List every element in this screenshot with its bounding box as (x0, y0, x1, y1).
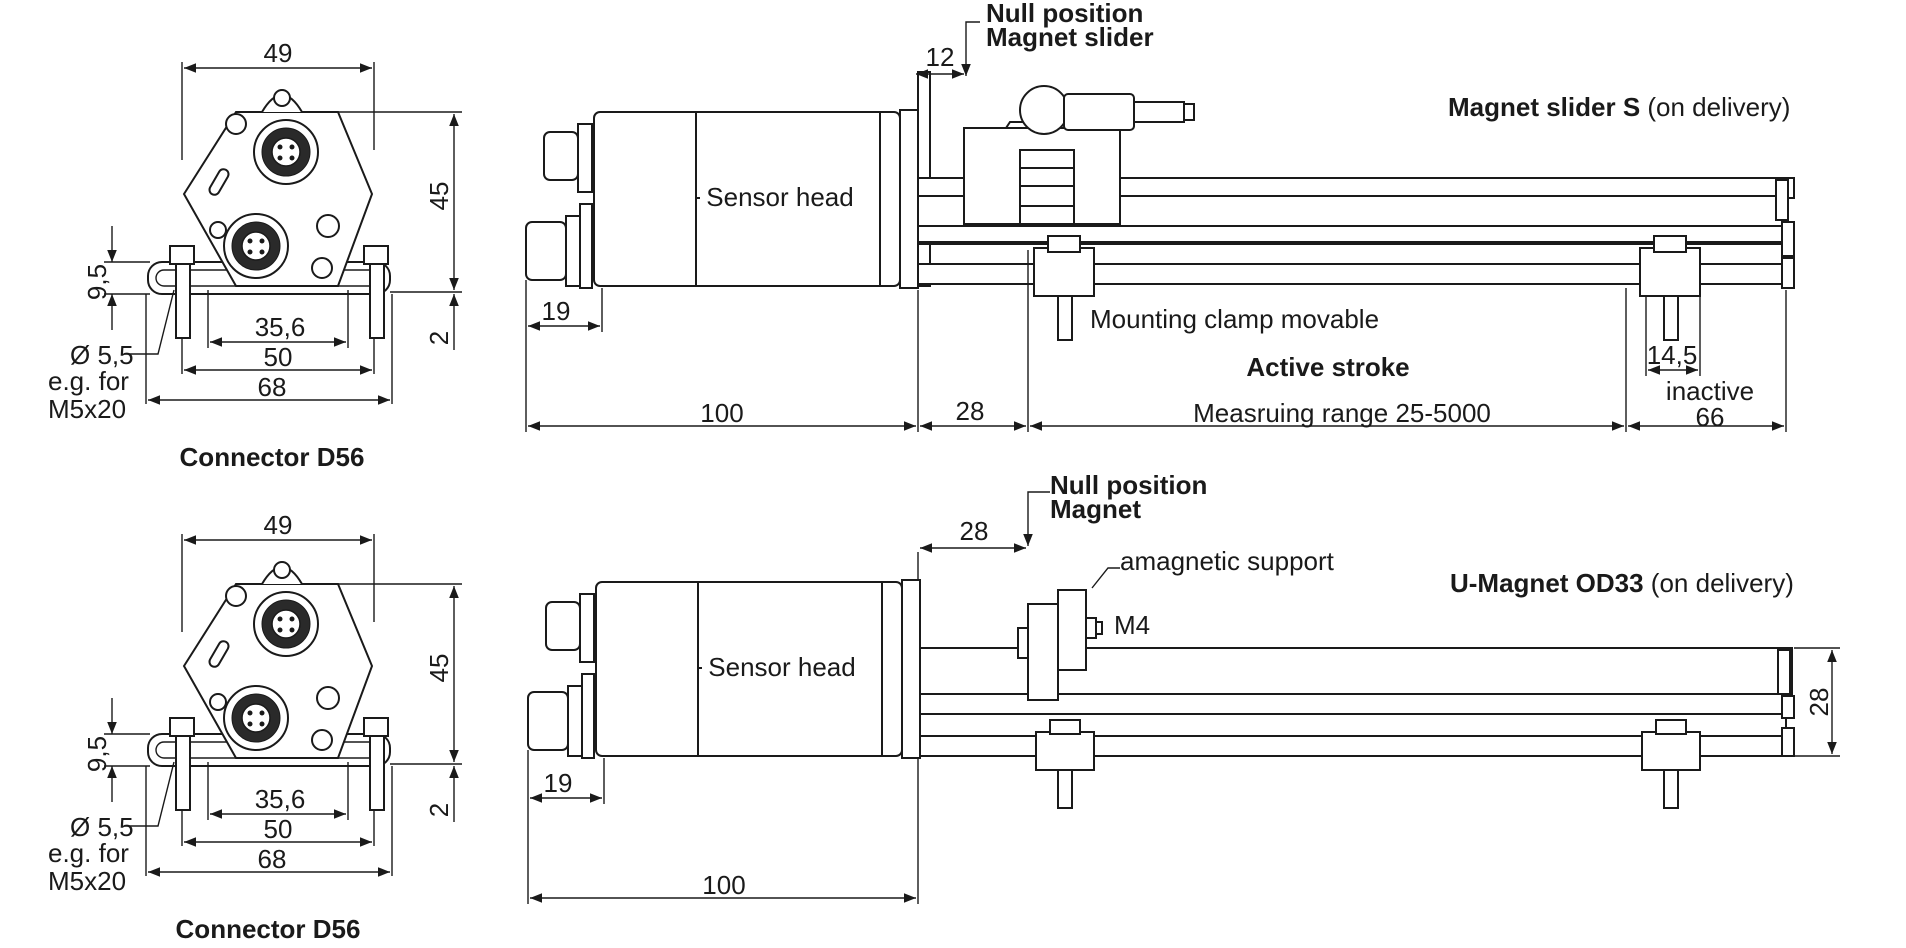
bottom-side-view: Null position Magnet 28 amagnetic suppor… (527, 470, 1840, 904)
bottom-dim-49: 49 (264, 510, 293, 540)
bottom-dim-68: 68 (258, 844, 287, 874)
top-hole-label-2: e.g. for (48, 366, 129, 396)
bottom-dim-35-6: 35,6 (255, 784, 306, 814)
top-inactive: inactive (1666, 376, 1754, 406)
top-dim-45: 45 (424, 182, 454, 211)
top-side-title: Magnet slider S (on delivery) (1448, 92, 1790, 122)
bottom-hole-label-1: Ø 5,5 (70, 812, 134, 842)
top-dim-9-5: 9,5 (82, 264, 112, 300)
top-side-title-normal: (on delivery) (1640, 92, 1790, 122)
bottom-hole-label-3: M5x20 (48, 866, 126, 896)
top-hole-label-3: M5x20 (48, 394, 126, 424)
top-dim-12: 12 (926, 42, 955, 72)
bottom-dim-2: 2 (424, 803, 454, 817)
top-measuring-range: Measruing range 25-5000 (1193, 398, 1491, 428)
top-null-line1: Null position (986, 0, 1143, 28)
bottom-null-line2: Magnet (1050, 494, 1141, 524)
top-dim-66: 66 (1696, 402, 1725, 432)
bottom-sensor-head: Sensor head (708, 652, 855, 682)
bottom-dim-28-top: 28 (960, 516, 989, 546)
top-dim-2: 2 (424, 331, 454, 345)
bottom-null-line1: Null position (1050, 470, 1207, 500)
top-dim-100: 100 (700, 398, 743, 428)
top-dim-68: 68 (258, 372, 287, 402)
top-sensor-head: Sensor head (706, 182, 853, 212)
bottom-side-title-normal: (on delivery) (1644, 568, 1794, 598)
bottom-dim-19: 19 (544, 768, 573, 798)
bottom-dim-50: 50 (264, 814, 293, 844)
bottom-dim-100: 100 (702, 870, 745, 900)
top-dim-49: 49 (264, 38, 293, 68)
bottom-hole-label-2: e.g. for (48, 838, 129, 868)
top-dim-19: 19 (542, 296, 571, 326)
top-dim-28: 28 (956, 396, 985, 426)
bottom-dim-9-5: 9,5 (82, 736, 112, 772)
bottom-amagnetic: amagnetic support (1120, 546, 1335, 576)
bottom-caption: Connector D56 (176, 914, 361, 944)
bottom-side-title-bold: U-Magnet OD33 (1450, 568, 1644, 598)
top-active-stroke: Active stroke (1246, 352, 1409, 382)
top-dim-14-5: 14,5 (1647, 340, 1698, 370)
bottom-front-view: 49 45 2 9,5 35,6 50 68 Ø 5,5 e.g. for M5… (48, 510, 462, 944)
top-dim-50: 50 (264, 342, 293, 372)
bottom-dim-45: 45 (424, 654, 454, 683)
top-hole-label-1: Ø 5,5 (70, 340, 134, 370)
top-side-view: Null position Magnet slider 12 Sensor he… (525, 0, 1795, 432)
top-front-view: 49 45 2 9,5 35,6 50 68 Ø 5,5 e.g. for M (48, 38, 462, 472)
top-caption: Connector D56 (180, 442, 365, 472)
top-side-title-bold: Magnet slider S (1448, 92, 1640, 122)
bottom-m4: M4 (1114, 610, 1150, 640)
top-dim-35-6: 35,6 (255, 312, 306, 342)
bottom-side-title: U-Magnet OD33 (on delivery) (1450, 568, 1794, 598)
top-mounting-clamp: Mounting clamp movable (1090, 304, 1379, 334)
bottom-dim-28-right: 28 (1804, 688, 1834, 717)
top-null-line2: Magnet slider (986, 22, 1154, 52)
